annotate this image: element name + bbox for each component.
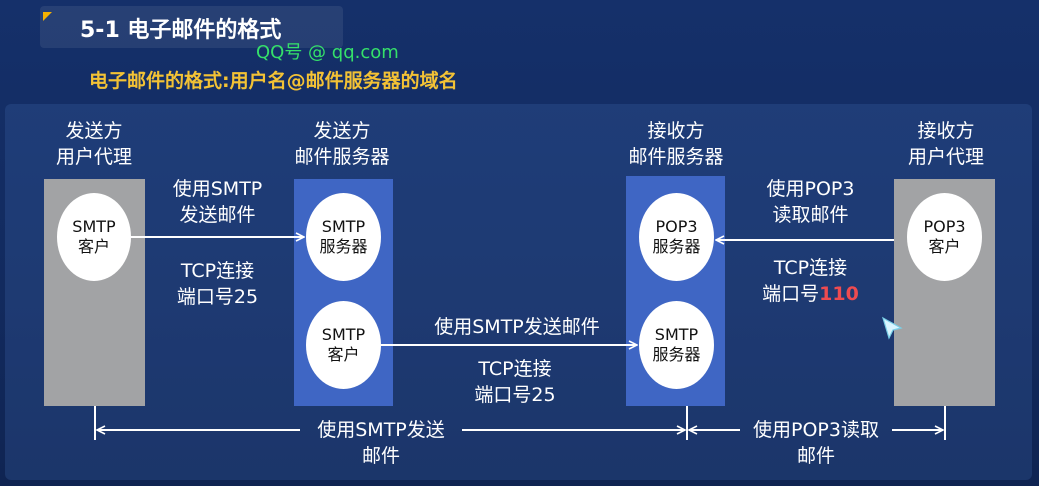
receiver-pop3-client-line1: POP3: [923, 217, 966, 236]
pop3-port-number: 110: [819, 283, 859, 305]
sender-agent-label-line2: 用户代理: [55, 146, 132, 168]
pop3-span-line1: 使用POP3读取: [753, 419, 879, 441]
agent-to-server-top-line2: 发送邮件: [179, 204, 256, 226]
receiver-smtp-server-line1: SMTP: [654, 325, 699, 344]
sender-smtp-server-line1: SMTP: [321, 217, 366, 236]
diagram-panel: [5, 104, 1032, 480]
receiver-pop3-client-line2: 客户: [928, 237, 961, 256]
agent-to-server-bottom-line2: 端口号25: [176, 286, 259, 308]
agent-to-server-bottom-line1: TCP连接: [180, 260, 255, 282]
server-to-server-bottom-line1: TCP连接: [478, 358, 552, 380]
server-to-server-bottom-line2: 端口号25: [474, 384, 556, 406]
receiver-agent-label: 接收方 用户代理: [888, 118, 1004, 170]
pop3-read-top-line2: 读取邮件: [772, 204, 849, 226]
sender-agent-label: 发送方 用户代理: [44, 118, 144, 170]
pop3-read-bottom-line1: TCP连接: [773, 257, 848, 279]
smtp-span-label: 使用SMTP发送 邮件: [300, 417, 462, 469]
sender-smtp-client-line2: 客户: [77, 237, 110, 256]
sender-agent-label-line1: 发送方: [65, 120, 123, 142]
receiver-pop3-server-line1: POP3: [655, 217, 698, 236]
agent-to-server-bottom-label: TCP连接 端口号25: [155, 258, 280, 310]
sender-smtp-client-line1: SMTP: [72, 217, 116, 236]
receiver-server-label-line1: 接收方: [647, 120, 705, 142]
server-to-server-top-label: 使用SMTP发送邮件: [434, 316, 600, 338]
smtp-span-line1: 使用SMTP发送: [317, 419, 445, 441]
pop3-port-line: 端口号110: [748, 281, 873, 307]
sender-relay-smtp-client-line1: SMTP: [321, 325, 366, 344]
smtp-span-line2: 邮件: [361, 445, 400, 467]
pop3-read-top-label: 使用POP3 读取邮件: [748, 176, 873, 228]
pop3-read-top-line1: 使用POP3: [766, 178, 855, 200]
corner-triangle-icon: [43, 12, 52, 21]
sender-server-label-line1: 发送方: [313, 120, 371, 142]
pop3-port-prefix: 端口号: [762, 283, 820, 305]
sender-server-label: 发送方 邮件服务器: [282, 118, 402, 170]
receiver-agent-label-line2: 用户代理: [907, 146, 984, 168]
title-bar: [40, 6, 343, 48]
agent-to-server-top-line1: 使用SMTP: [172, 178, 263, 200]
receiver-smtp-server-line2: 服务器: [652, 345, 701, 364]
pop3-span-line2: 邮件: [796, 445, 835, 467]
receiver-server-label: 接收方 邮件服务器: [616, 118, 736, 170]
pop3-read-bottom-label: TCP连接 端口号110: [748, 255, 873, 307]
pop3-span-label: 使用POP3读取 邮件: [740, 417, 892, 469]
server-to-server-bottom-label: TCP连接 端口号25: [440, 356, 590, 408]
email-format-line: 电子邮件的格式:用户名@邮件服务器的域名: [89, 70, 458, 92]
receiver-pop3-server-line2: 服务器: [652, 237, 701, 256]
receiver-agent-label-line1: 接收方: [917, 120, 975, 142]
receiver-server-label-line2: 邮件服务器: [628, 146, 724, 168]
page-title: 5-1 电子邮件的格式: [80, 18, 282, 43]
mouse-pointer-icon: [882, 316, 903, 340]
qq-email-note: QQ号 @ qq.com: [256, 42, 399, 63]
sender-smtp-server-line2: 服务器: [319, 237, 368, 256]
sender-relay-smtp-client-line2: 客户: [327, 345, 360, 364]
agent-to-server-top-label: 使用SMTP 发送邮件: [155, 176, 280, 228]
sender-server-label-line2: 邮件服务器: [294, 146, 390, 168]
